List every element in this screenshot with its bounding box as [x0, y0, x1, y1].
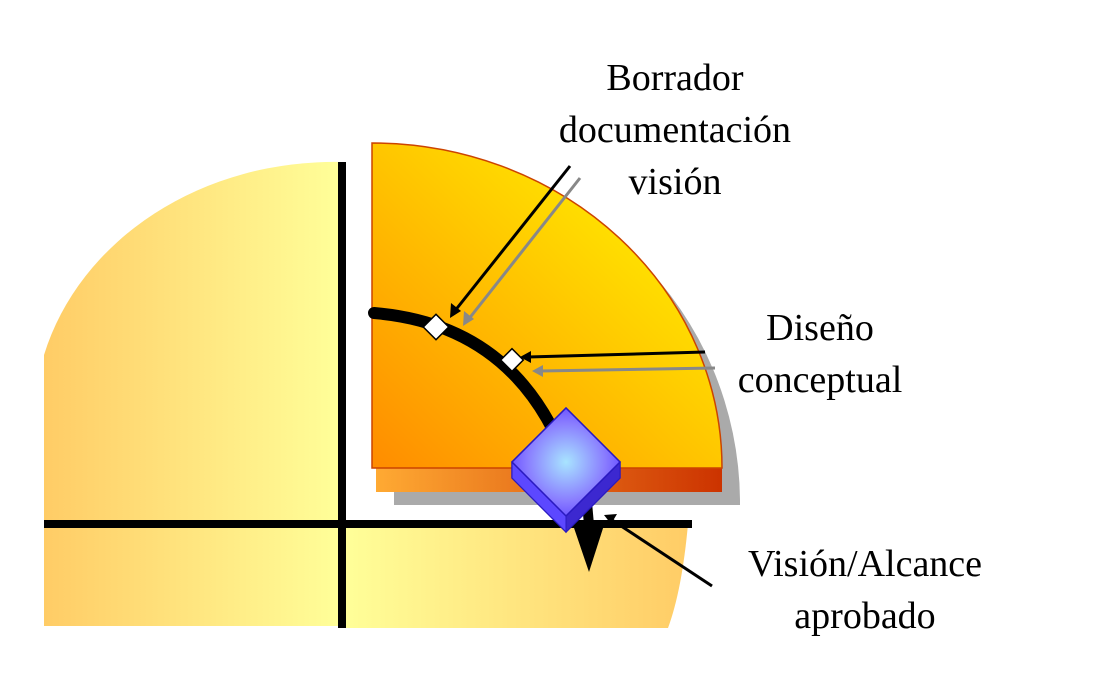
milestone-marker-diseno — [499, 347, 525, 373]
pointer-vision-alcance-head — [604, 514, 617, 524]
quadrant-bottom-left — [44, 524, 342, 626]
label-line: documentación — [558, 109, 792, 151]
major-milestone-gem — [510, 406, 622, 534]
active-quadrant — [371, 142, 723, 469]
label-line: conceptual — [737, 359, 903, 401]
milestone-marker-borrador — [422, 313, 450, 341]
label-borrador-documentacion-vision: Borrador documentación visión — [470, 52, 880, 208]
pointer-vision-alcance — [611, 518, 713, 588]
pointer-borrador-black — [452, 165, 572, 313]
pointer-diseno-gray-head — [532, 365, 543, 377]
label-line: visión — [628, 161, 722, 203]
pointer-borrador-gray — [466, 177, 582, 321]
quadrant-bottom-right — [342, 524, 688, 628]
pointer-borrador-black-head — [450, 303, 461, 318]
label-vision-alcance-aprobado: Visión/Alcance aprobado — [720, 538, 1010, 642]
pointer-diseno-black-head — [520, 351, 531, 363]
pointer-diseno-gray — [539, 366, 716, 373]
label-line: Visión/Alcance — [747, 543, 983, 585]
progress-arrow — [572, 522, 605, 572]
quadrant-top-left — [44, 161, 342, 524]
pointer-diseno-black — [527, 350, 706, 359]
label-line: Diseño — [766, 307, 874, 349]
label-line: Borrador — [606, 57, 744, 99]
label-diseno-conceptual: Diseño conceptual — [700, 302, 940, 406]
pointer-borrador-gray-head — [463, 311, 474, 326]
label-line: aprobado — [794, 595, 936, 637]
